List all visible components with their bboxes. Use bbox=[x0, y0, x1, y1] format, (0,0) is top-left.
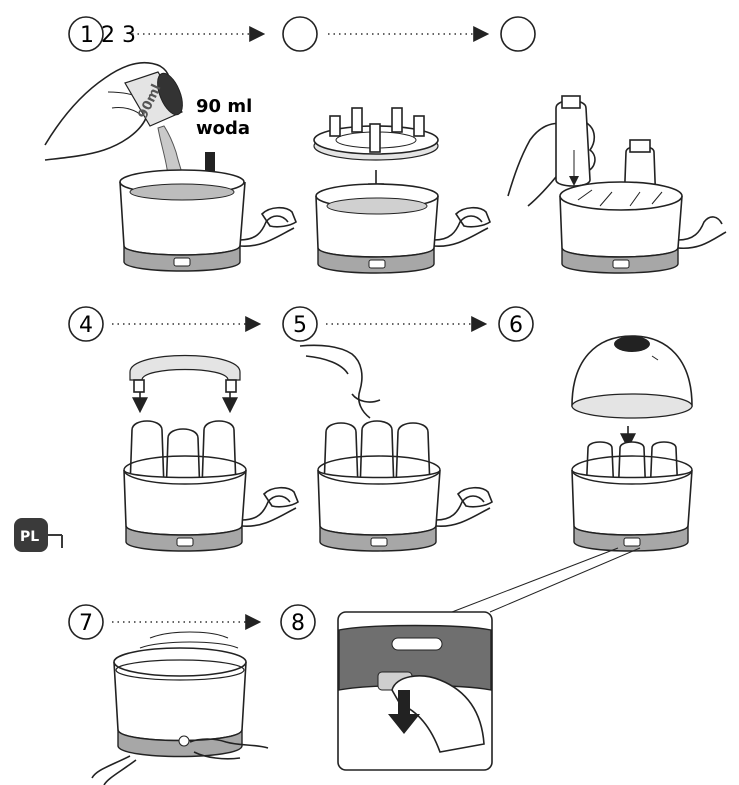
step-8-label: 8 bbox=[291, 611, 305, 636]
row3-step-header: 7 8 bbox=[69, 605, 315, 639]
step-6-illustration bbox=[572, 336, 692, 551]
step-1-illustration: 90ml 90 ml woda bbox=[45, 63, 296, 271]
step-5-illustration bbox=[300, 345, 492, 551]
bottle-rack bbox=[314, 108, 438, 160]
row2-step-header: 4 5 6 bbox=[69, 307, 533, 341]
step-5-label: 5 bbox=[293, 313, 307, 338]
indicator-light bbox=[392, 638, 442, 650]
language-badge: PL bbox=[14, 518, 62, 552]
step-2-illustration bbox=[314, 108, 490, 273]
step-2-circle bbox=[283, 17, 317, 51]
step-7-illustration bbox=[92, 632, 268, 785]
amount-label: 90 ml bbox=[196, 96, 252, 117]
step-4-label: 4 bbox=[79, 313, 93, 338]
step-1-3-label: 1 2 3 bbox=[80, 23, 136, 48]
language-badge-text: PL bbox=[20, 529, 39, 545]
hand-placing-items bbox=[300, 345, 370, 418]
sterilizer-base-1 bbox=[120, 170, 245, 271]
step-3-circle bbox=[501, 17, 535, 51]
lid-knob bbox=[614, 336, 650, 352]
step-8-zoom bbox=[338, 548, 640, 770]
sterilizer-base-3 bbox=[560, 182, 682, 273]
liquid-label: woda bbox=[196, 118, 250, 139]
step-3-illustration bbox=[508, 96, 726, 273]
row1-step-header: 1 2 3 bbox=[69, 17, 535, 51]
step-7-label: 7 bbox=[79, 611, 93, 636]
power-button bbox=[179, 736, 189, 746]
power-cord-7 bbox=[92, 756, 136, 785]
power-button bbox=[624, 538, 640, 546]
step-4-illustration bbox=[124, 356, 298, 552]
sterilizer-base-2 bbox=[316, 184, 438, 273]
handle-tray bbox=[130, 356, 240, 381]
measuring-cup: 90ml bbox=[125, 70, 188, 126]
power-cord-3 bbox=[678, 217, 726, 248]
step-6-label: 6 bbox=[509, 313, 523, 338]
